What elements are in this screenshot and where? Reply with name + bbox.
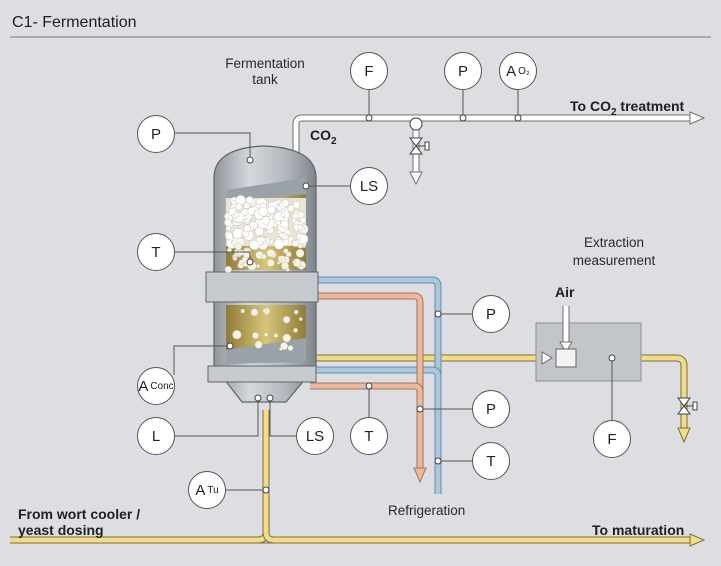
bubble [281, 199, 290, 207]
bubble [273, 238, 285, 250]
bubble [278, 232, 284, 238]
bubble [292, 260, 296, 264]
bubble [224, 265, 232, 274]
bubble [232, 228, 243, 239]
instrument-f-co2[interactable]: F [350, 52, 388, 90]
bubble [268, 239, 274, 245]
bubble [280, 212, 286, 217]
bubble [292, 201, 301, 209]
bubble [266, 249, 275, 258]
refrigeration-pipes [310, 276, 442, 494]
instrument-p-tank-top[interactable]: P [137, 115, 175, 153]
outlet-pipe [308, 354, 691, 444]
bubble [299, 264, 304, 270]
fermentation-tank-label: Fermentation tank [225, 56, 305, 87]
bubble [282, 333, 292, 343]
instrument-t-bottom[interactable]: T [350, 417, 388, 455]
bubble [228, 207, 237, 216]
bubble [249, 239, 260, 251]
bubble [243, 224, 252, 233]
bubble [238, 259, 244, 265]
bubble [224, 218, 232, 227]
foam-bubbles [224, 195, 309, 351]
air-label: Air [555, 284, 575, 300]
co2-valve-icon [409, 117, 430, 155]
bubble [258, 206, 269, 217]
bubble [250, 308, 259, 317]
bubble [243, 202, 250, 209]
to-maturation-label: To maturation [592, 522, 685, 538]
bubble [262, 308, 267, 313]
bubble [287, 204, 295, 212]
wort-inlet-pipe [10, 410, 706, 547]
bubble [292, 212, 299, 219]
co2-label: CO2 [310, 127, 337, 147]
bubble [298, 234, 309, 244]
bubble [283, 248, 289, 254]
outlet-valve-icon [677, 397, 698, 415]
bubble [260, 237, 266, 243]
bubble [256, 264, 261, 269]
bubble [235, 203, 243, 211]
fermentation-tank [205, 145, 319, 403]
bubble [260, 253, 267, 260]
bubble [291, 240, 299, 248]
bubble [264, 332, 269, 337]
bubble [280, 220, 289, 229]
bubble [252, 332, 259, 339]
tap-dots [226, 114, 616, 494]
from-wort-label: From wort cooler / yeast dosing [18, 506, 141, 538]
bubble [254, 340, 263, 349]
bubble [247, 207, 256, 216]
bubble [298, 317, 303, 321]
instrument-ls-top[interactable]: LS [350, 167, 388, 205]
bubble [237, 249, 244, 256]
bubble [297, 243, 303, 249]
to-co2-treatment-label: To CO2 treatment [570, 98, 685, 118]
bubble [232, 330, 242, 340]
bubble [244, 247, 249, 253]
instrument-ls-bottom[interactable]: LS [296, 417, 334, 455]
instrument-t-refrigeration[interactable]: T [472, 442, 510, 480]
bubble [225, 225, 231, 231]
refrigeration-label: Refrigeration [388, 503, 466, 518]
instrument-p-refrigeration-2[interactable]: P [472, 390, 510, 428]
bubble [295, 248, 305, 258]
bubble [234, 242, 243, 251]
bubble [233, 256, 237, 260]
bubble [234, 212, 240, 218]
extraction-measurement-label: Extraction measurement [572, 235, 656, 268]
bubble [282, 316, 291, 324]
instrument-f-outlet[interactable]: F [593, 420, 631, 458]
bubble [266, 259, 275, 267]
bubble [281, 262, 289, 270]
bubble [287, 345, 294, 351]
instrument-l-bottom[interactable]: L [137, 417, 175, 455]
extraction-analyzer [535, 306, 642, 382]
page-title: C1- Fermentation [12, 14, 137, 31]
bubble [245, 196, 254, 204]
instrument-t-tank[interactable]: T [137, 233, 175, 271]
bubble [284, 228, 291, 235]
instrument-p-co2[interactable]: P [444, 52, 482, 90]
bubble [266, 205, 276, 215]
bubble [285, 267, 290, 272]
bubble [280, 342, 288, 350]
bubble [278, 258, 283, 263]
bubble [261, 216, 270, 225]
bubble [293, 309, 299, 315]
bubble [297, 224, 303, 231]
bubble [293, 327, 298, 333]
bubble [240, 308, 245, 314]
bubble [225, 232, 234, 240]
bubble [279, 347, 283, 351]
bubble [273, 333, 279, 338]
instrument-p-refrigeration-1[interactable]: P [472, 295, 510, 333]
